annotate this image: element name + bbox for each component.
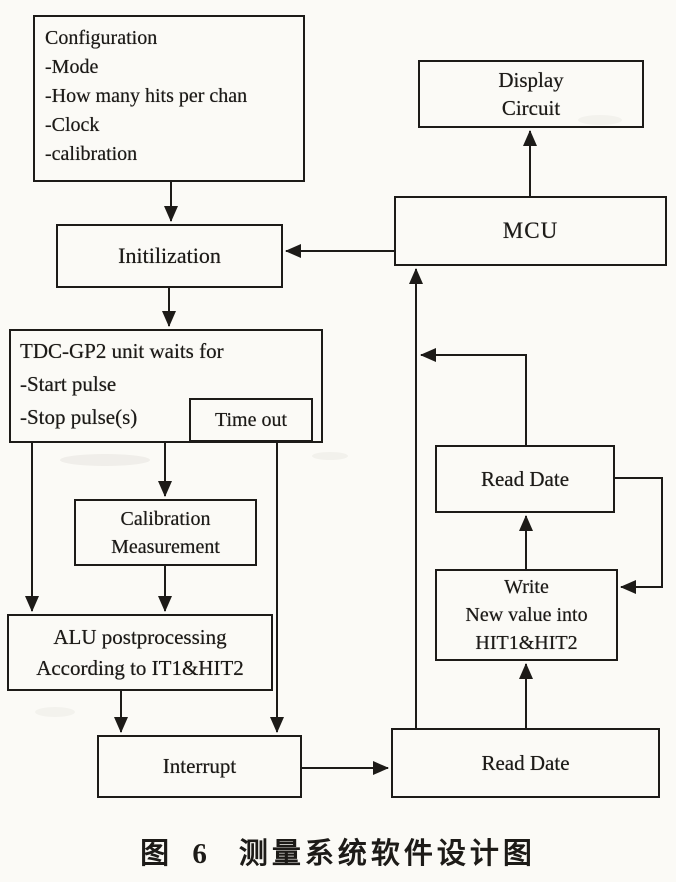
configuration-item-calibration: -calibration [45,143,138,165]
alu-line1: ALU postprocessing [53,624,227,649]
calibration-line2: Measurement [111,535,220,558]
display-circuit-line1: Display [498,68,564,92]
write-line2: New value into [465,604,588,626]
configuration-item-clock: -Clock [45,114,100,136]
configuration-title: Configuration [45,27,158,49]
calibration-line1: Calibration [120,507,211,530]
write-line1: Write [504,576,549,598]
time-out-label: Time out [214,408,288,431]
interrupt-label: Interrupt [162,754,237,778]
node-calibration-measurement: Calibration Measurement [74,499,257,566]
node-tdc-wait: TDC-GP2 unit waits for -Start pulse -Sto… [9,329,323,443]
arrow-read-date-top-loop-to-write [615,477,663,594]
configuration-item-hits: -How many hits per chan [45,85,248,107]
tdc-wait-stop-pulse: -Stop pulse(s) [20,405,138,429]
node-time-out: Time out [189,398,313,442]
mcu-label: MCU [502,218,559,243]
tdc-wait-start-pulse: -Start pulse [20,372,117,396]
node-display-circuit: Display Circuit [418,60,644,128]
read-date-top-label: Read Date [480,466,570,491]
figure-caption: 图 6 测量系统软件设计图 [0,830,676,872]
configuration-item-mode: -Mode [45,56,99,78]
tdc-wait-title: TDC-GP2 unit waits for [20,339,224,363]
node-alu-postprocessing: ALU postprocessing According to IT1&HIT2 [7,614,273,691]
read-date-bottom-label: Read Date [481,750,570,775]
arrow-read-date-top-to-mcu-line [420,348,527,445]
node-configuration: Configuration -Mode -How many hits per c… [33,15,305,182]
figure-caption-title: 测量系统软件设计图 [238,838,536,870]
node-interrupt: Interrupt [97,735,302,798]
write-line3: HIT1&HIT2 [475,632,578,654]
figure-caption-number: 图 6 [140,838,215,870]
alu-line2: According to IT1&HIT2 [36,655,244,680]
display-circuit-line2: Circuit [501,96,561,120]
node-read-date-top: Read Date [435,445,615,513]
initilization-label: Initilization [118,243,221,268]
node-read-date-bottom: Read Date [391,728,660,798]
node-write-new-value: Write New value into HIT1&HIT2 [435,569,618,661]
node-initilization: Initilization [56,224,283,288]
scan-noise [35,115,622,717]
node-mcu: MCU [394,196,667,266]
